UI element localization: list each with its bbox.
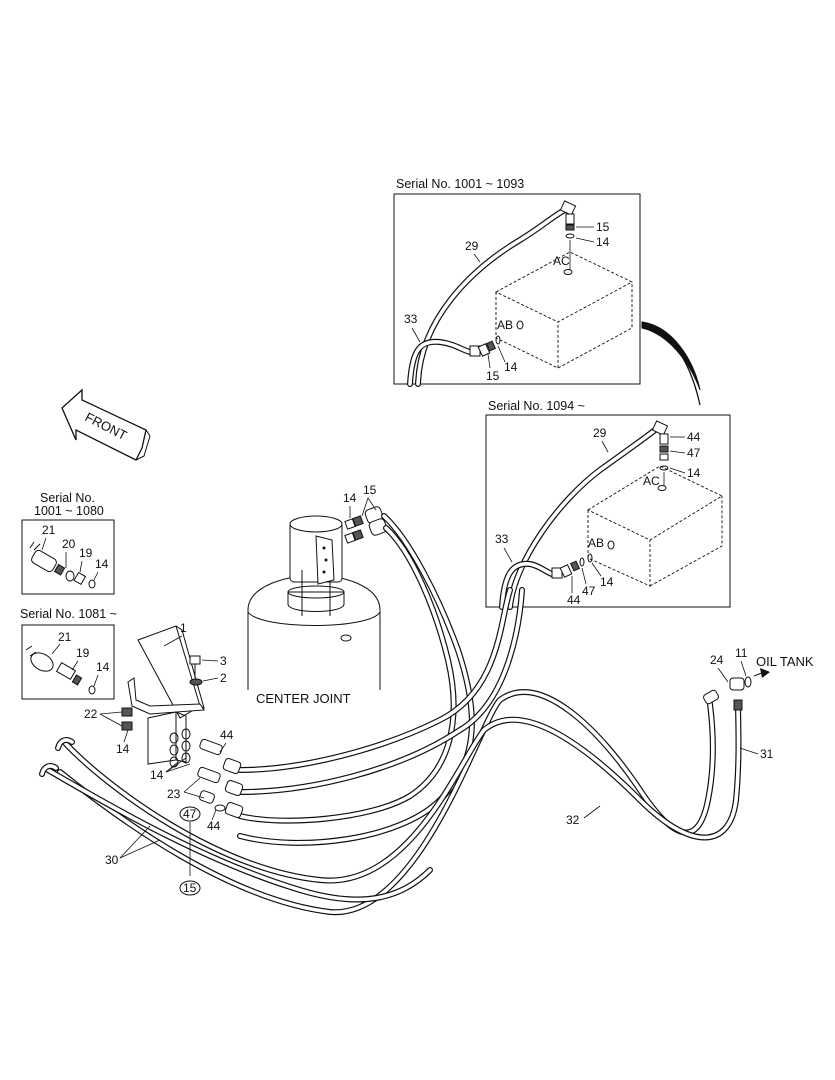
label-15b: 15 bbox=[183, 881, 197, 895]
inset-left1-label-19: 19 bbox=[79, 546, 93, 560]
label-47-circle bbox=[179, 806, 201, 822]
inset-serial-1081: Serial No. 1081 ~ 21 19 14 bbox=[20, 607, 117, 700]
inset-top-label-ab: AB bbox=[497, 318, 513, 332]
label-14a: 14 bbox=[343, 491, 357, 505]
label-44b: 44 bbox=[207, 819, 221, 833]
hose-30-elbows bbox=[39, 737, 75, 777]
inset-mid-label-14b: 14 bbox=[600, 575, 614, 589]
label-31: 31 bbox=[760, 747, 774, 761]
inset-top-label-29: 29 bbox=[465, 239, 479, 253]
inset-connector-arrow bbox=[641, 321, 701, 406]
main-hoses bbox=[45, 513, 742, 916]
inset-left2-label-19: 19 bbox=[76, 646, 90, 660]
inset-mid-elbow-fitting bbox=[651, 420, 669, 486]
bracket-fittings bbox=[197, 738, 244, 819]
label-15a: 15 bbox=[363, 483, 377, 497]
inset-left1-title-2: 1001 ~ 1080 bbox=[34, 504, 104, 518]
pressure-switch-21-b bbox=[25, 645, 96, 695]
inset-mid-label-33: 33 bbox=[495, 532, 509, 546]
inset-left1-label-20: 20 bbox=[62, 537, 76, 551]
label-30: 30 bbox=[105, 853, 119, 867]
inset-top-label-14a: 14 bbox=[596, 235, 610, 249]
label-3: 3 bbox=[220, 654, 227, 668]
inset-top-label-33: 33 bbox=[404, 312, 418, 326]
label-22: 22 bbox=[84, 707, 98, 721]
inset-left1-title-1: Serial No. bbox=[40, 491, 95, 505]
front-label: FRONT bbox=[83, 409, 130, 443]
label-23: 23 bbox=[167, 787, 181, 801]
inset-top-side-fittings bbox=[469, 335, 501, 357]
inset-left2-label-14: 14 bbox=[96, 660, 110, 674]
inset-mid-label-ab: AB bbox=[588, 536, 604, 550]
center-joint-label: CENTER JOINT bbox=[256, 691, 351, 706]
inset-mid-hose-29 bbox=[507, 427, 658, 610]
inset-left1-label-14: 14 bbox=[95, 557, 109, 571]
label-32: 32 bbox=[566, 813, 580, 827]
inset-top-tank-block bbox=[495, 251, 633, 369]
inset-serial-1001-1093: Serial No. 1001 ~ 1093 bbox=[393, 177, 641, 387]
oil-tank-fittings bbox=[703, 668, 770, 711]
inset-top-frame bbox=[393, 193, 641, 385]
inset-serial-1094: Serial No. 1094 ~ bbox=[485, 399, 731, 610]
inset-mid-side-fittings bbox=[551, 553, 593, 579]
label-14b: 14 bbox=[116, 742, 130, 756]
label-14c: 14 bbox=[150, 768, 164, 782]
inset-serial-1001-1080: Serial No. 1001 ~ 1080 21 20 19 14 bbox=[21, 491, 115, 595]
inset-top-label-14b: 14 bbox=[504, 360, 518, 374]
pressure-switch-21-a bbox=[29, 541, 96, 589]
inset-left2-title: Serial No. 1081 ~ bbox=[20, 607, 117, 621]
label-44a: 44 bbox=[220, 728, 234, 742]
inset-mid-label-ac: AC bbox=[643, 474, 660, 488]
label-24: 24 bbox=[710, 653, 724, 667]
pedal-bracket-assembly bbox=[121, 625, 205, 768]
inset-mid-label-47b: 47 bbox=[582, 584, 596, 598]
bolt-3-washer-2 bbox=[189, 655, 203, 686]
inset-mid-label-47a: 47 bbox=[687, 446, 701, 460]
inset-mid-frame bbox=[485, 414, 731, 608]
inset-mid-label-44a: 44 bbox=[687, 430, 701, 444]
inset-mid-title: Serial No. 1094 ~ bbox=[488, 399, 585, 413]
label-47: 47 bbox=[183, 807, 197, 821]
inset-mid-label-14a: 14 bbox=[687, 466, 701, 480]
label-1: 1 bbox=[180, 621, 187, 635]
front-direction-arrow: FRONT bbox=[61, 388, 151, 461]
center-joint: CENTER JOINT bbox=[247, 515, 381, 706]
label-2: 2 bbox=[220, 671, 227, 685]
inset-top-elbow-fitting bbox=[559, 200, 577, 270]
inset-mid-label-29: 29 bbox=[593, 426, 607, 440]
inset-top-hose-33 bbox=[407, 338, 473, 387]
oil-tank-label: OIL TANK bbox=[756, 654, 814, 669]
inset-left1-label-21: 21 bbox=[42, 523, 56, 537]
label-15-circle bbox=[179, 880, 201, 896]
center-joint-top-fittings bbox=[344, 506, 388, 544]
inset-top-title: Serial No. 1001 ~ 1093 bbox=[396, 177, 524, 191]
label-11: 11 bbox=[735, 646, 748, 660]
inset-top-label-15a: 15 bbox=[596, 220, 610, 234]
inset-mid-hose-33 bbox=[499, 560, 555, 610]
inset-top-label-15b: 15 bbox=[486, 369, 500, 383]
inset-top-label-ac: AC bbox=[553, 254, 570, 268]
inset-left2-label-21: 21 bbox=[58, 630, 72, 644]
inset-mid-tank-block bbox=[587, 465, 723, 587]
inset-mid-label-44b: 44 bbox=[567, 593, 581, 607]
